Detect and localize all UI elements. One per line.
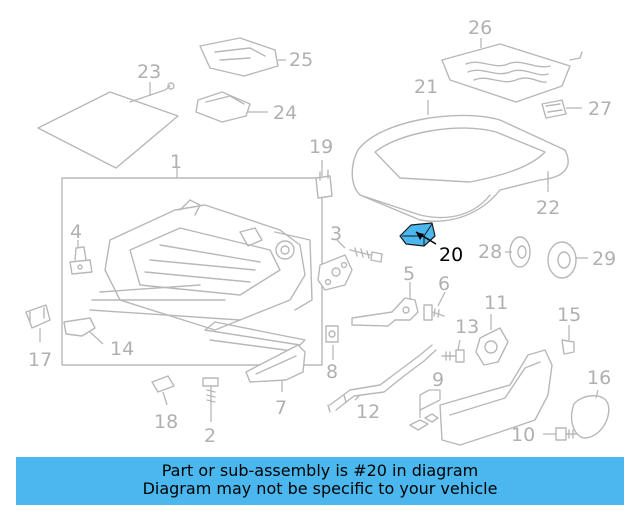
callout-22: 22: [536, 197, 560, 219]
part-21-seat-cushion: [351, 114, 569, 222]
callout-25: 25: [289, 49, 313, 71]
part-9-clip: [409, 413, 439, 431]
part-18-clip: [151, 375, 175, 393]
part-27-connector: [541, 99, 567, 119]
part-12-cable: [327, 344, 437, 413]
callout-16: 16: [587, 367, 611, 389]
part-29-bushing: [547, 241, 577, 279]
part-24-module: [195, 91, 251, 123]
callout-19: 19: [309, 136, 333, 158]
callout-10: 10: [511, 424, 535, 446]
callout-8: 8: [326, 361, 338, 383]
part-3-stud: [349, 247, 383, 263]
part-19-bracket: [315, 169, 333, 199]
callout-27: 27: [588, 98, 612, 120]
part-16-knob: [570, 395, 610, 439]
seat-side-shield: [439, 349, 553, 446]
callout-2: 2: [204, 425, 216, 447]
callout-28: 28: [478, 241, 502, 263]
part-8-clip: [325, 325, 339, 343]
callout-12: 12: [356, 401, 380, 423]
part-26-heater-mat: [441, 43, 583, 103]
part-2-bolt: [202, 377, 219, 405]
info-banner: Part or sub-assembly is #20 in diagram D…: [16, 457, 624, 505]
callout-21: 21: [414, 76, 438, 98]
callout-7: 7: [275, 397, 287, 419]
callout-5: 5: [403, 263, 415, 285]
callout-17: 17: [28, 349, 52, 371]
callout-26: 26: [468, 17, 492, 39]
part-5-bracket: [351, 297, 419, 327]
part-7-trim-cover: [245, 344, 306, 383]
callout-13: 13: [455, 316, 479, 338]
banner-line-2: Diagram may not be specific to your vehi…: [142, 479, 498, 498]
part-10-screw: [555, 427, 579, 441]
part-15-clip: [561, 339, 575, 355]
callout-15: 15: [557, 304, 581, 326]
part-13-bolt: [441, 349, 465, 363]
part-14-clip: [63, 317, 96, 337]
part-1-seat-frame: [61, 177, 323, 366]
callout-14: 14: [110, 338, 134, 360]
part-6-bolt: [423, 304, 445, 321]
callout-11: 11: [484, 292, 508, 314]
callout-20: 20: [439, 244, 463, 266]
callout-4: 4: [70, 221, 82, 243]
leader-arrow-20: [416, 232, 424, 240]
parts-diagram: 1 2 3 4 5 6 7 8 9 10 11 12 13 14 15 16 1…: [25, 17, 616, 447]
callout-3: 3: [330, 223, 342, 245]
callout-23: 23: [137, 61, 161, 83]
part-3-bracket: [317, 254, 353, 291]
callout-1: 1: [170, 151, 182, 173]
callout-29: 29: [592, 248, 616, 270]
callout-6: 6: [438, 273, 450, 295]
banner-line-1: Part or sub-assembly is #20 in diagram: [161, 461, 479, 480]
callout-18: 18: [154, 411, 178, 433]
callout-24: 24: [273, 102, 297, 124]
part-28-bushing: [509, 236, 531, 268]
callout-9: 9: [432, 369, 444, 391]
part-23-pad: [37, 82, 179, 169]
part-17-clip: [25, 304, 51, 329]
part-4-clip: [69, 246, 93, 275]
part-11-disc: [475, 327, 509, 366]
part-25-module: [199, 37, 279, 77]
leader-lines: [39, 38, 599, 435]
